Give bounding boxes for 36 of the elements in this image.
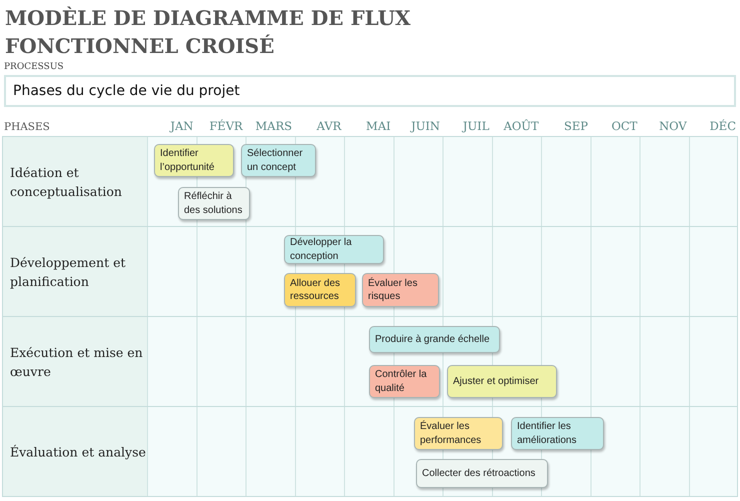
swimlane [2, 316, 738, 407]
month-label: DÉC [710, 119, 736, 133]
task-card: Produire à grande échelle [369, 326, 500, 353]
month-label: MARS [255, 119, 292, 133]
section-heading: PROCESSUS [4, 62, 64, 73]
month-label: FÉVR [209, 119, 243, 133]
lane-title: Évaluation et analyse [10, 443, 147, 461]
task-card: Identifier l’opportunité [154, 144, 234, 177]
column-header: PHASES [4, 120, 50, 134]
swimlane [2, 136, 738, 227]
month-label: NOV [659, 119, 687, 133]
task-card: Évaluer les performances [414, 417, 503, 450]
lane-title: Exécution et mise en œuvre [10, 344, 144, 380]
month-label: AVR [316, 119, 342, 133]
task-card: Sélectionner un concept [241, 144, 316, 177]
task-card: Ajuster et optimiser [447, 365, 557, 398]
swimlane [2, 226, 738, 317]
month-label: JUIN [411, 119, 440, 133]
month-label: OCT [611, 119, 638, 133]
task-card: Contrôler la qualité [369, 365, 440, 398]
month-label: JUIL [462, 119, 490, 133]
page-title: MODÈLE DE DIAGRAMME DE FLUX FONCTIONNEL CROISÉ [5, 5, 412, 60]
month-label: MAI [366, 119, 391, 133]
process-name-banner: Phases du cycle de vie du projet [4, 75, 736, 107]
lane-title: Développement et planification [10, 254, 127, 290]
task-card: Évaluer les risques [362, 273, 439, 307]
task-card: Allouer des ressources [284, 273, 356, 307]
swimlane [2, 406, 738, 497]
month-label: JAN [170, 119, 194, 133]
task-card: Collecter des rétroactions [416, 459, 548, 488]
month-label: AOÛT [504, 119, 539, 133]
task-card: Réfléchir à des solutions [178, 187, 250, 220]
task-card: Développer la conception [284, 235, 384, 264]
month-label: SEP [564, 119, 588, 133]
lane-title: Idéation et conceptualisation [10, 164, 123, 200]
task-card: Identifier les améliorations [511, 417, 604, 450]
